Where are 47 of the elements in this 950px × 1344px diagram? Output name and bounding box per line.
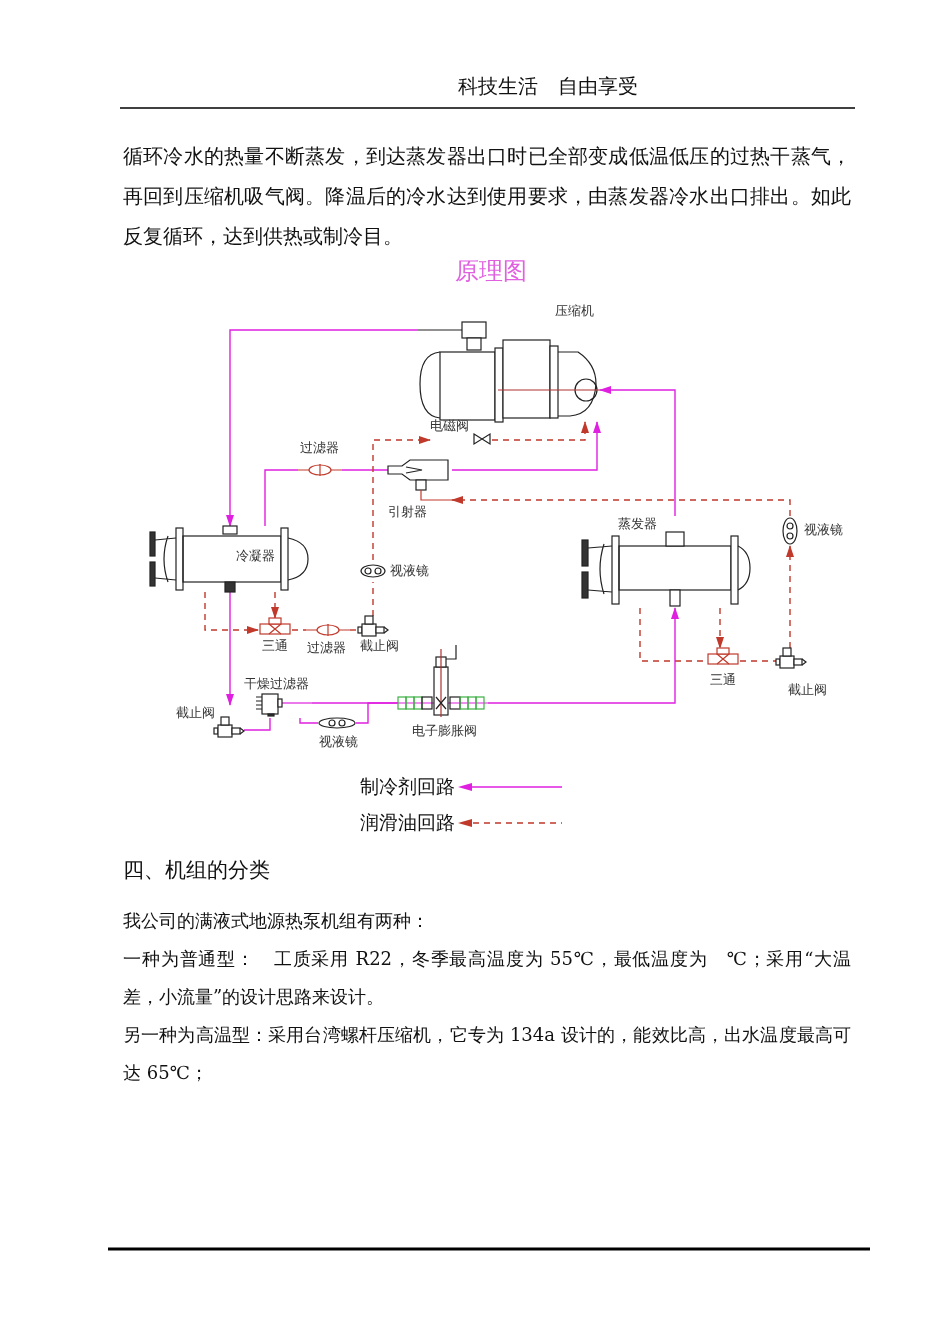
pipe-line [226, 591, 234, 706]
component-label: 过滤器 [307, 640, 346, 656]
component-label: 截止阀 [788, 682, 827, 698]
component-label: 电磁阀 [430, 418, 469, 434]
component-label: 冷凝器 [236, 548, 275, 564]
section-heading: 四、机组的分类 [123, 857, 270, 884]
dashed-pipe-line [491, 421, 589, 441]
pipe-line [299, 717, 319, 724]
component-label: 视液镜 [390, 563, 429, 579]
body-paragraph: 一种为普通型： 工质采用 R22，冬季最高温度为 55℃，最低温度为 ℃；采用“大温差，小流量”的设计思路来设计。 [123, 947, 851, 1009]
dashed-pipe-line [716, 607, 724, 649]
dashed-pipe-line [786, 545, 794, 649]
component-label: 电子膨胀阀 [412, 723, 477, 739]
body-paragraph: 另一种为高温型：采用台湾螺杆压缩机，它专为 134a 设计的，能效比高，出水温度最高可达 65℃； [123, 1023, 851, 1085]
pipe-line [264, 469, 299, 527]
component-label: 三通 [710, 672, 736, 688]
component-label: 截止阀 [360, 638, 399, 654]
dashed-pipe-line [204, 591, 259, 634]
dashed-pipe-line [372, 581, 374, 617]
component-label: 视液镜 [804, 522, 843, 538]
slogan-text: 科技生活 自由享受 [458, 73, 638, 100]
component-label: 三通 [262, 638, 288, 654]
pipe-line [487, 607, 679, 704]
dashed-pipe-line [271, 591, 279, 619]
pipe-line [451, 421, 601, 471]
legend-text: 制冷剂回路 [360, 774, 455, 798]
diagram-title: 原理图 [455, 256, 527, 287]
component-label: 引射器 [388, 504, 427, 520]
body-paragraph: 我公司的满液式地源热泵机组有两种： [123, 909, 429, 933]
dashed-pipe-line [372, 436, 431, 561]
component-label: 蒸发器 [618, 516, 657, 532]
body-paragraph: 循环冷水的热量不断蒸发，到达蒸发器出口时已全部变成低温低压的过热干蒸气，再回到压缩机吸气阀。降温后的冷水达到使用要求，由蒸发器冷水出口排出。如此反复循环，达到供热或制冷目。 [123, 143, 851, 250]
pipe-line [243, 717, 271, 731]
component-label: 视液镜 [319, 734, 358, 750]
legend-text: 润滑油回路 [360, 810, 455, 834]
dashed-pipe-line [451, 496, 791, 517]
pipe-line [226, 329, 419, 527]
pipe-line [355, 702, 399, 724]
pipe-line [341, 469, 389, 471]
dashed-pipe-line [291, 629, 307, 631]
component-label: 过滤器 [300, 440, 339, 456]
component-label: 截止阀 [176, 705, 215, 721]
dashed-pipe-line [349, 629, 359, 631]
dashed-pipe-line [739, 660, 777, 662]
pipe-line [599, 386, 676, 517]
component-label: 压缩机 [555, 303, 594, 319]
component-label: 干燥过滤器 [244, 676, 309, 692]
